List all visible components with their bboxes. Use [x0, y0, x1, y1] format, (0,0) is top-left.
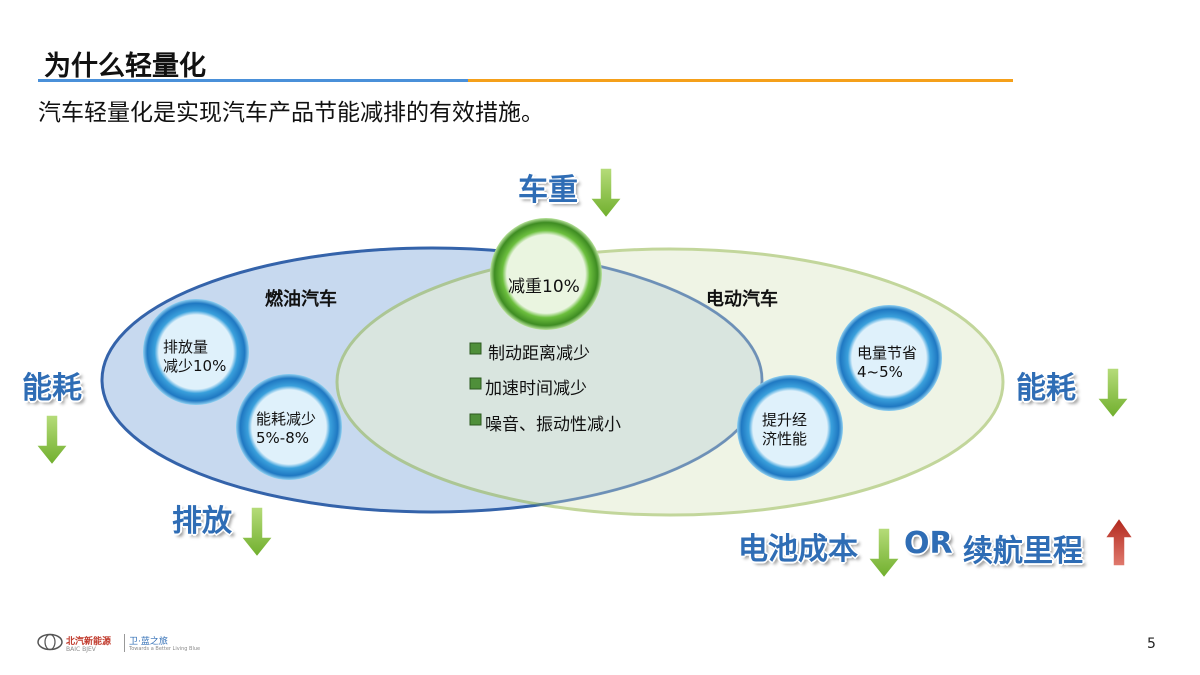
ring-economy: [737, 375, 843, 481]
electric-car-label: 电动汽车: [706, 289, 778, 310]
ring-energy-label: 能耗减少 5%-8%: [256, 410, 316, 448]
ring-economy-line2: 济性能: [762, 430, 808, 448]
bullet-item: 加速时间减少: [485, 379, 587, 399]
brand-slogan: 卫·蓝之旅: [129, 637, 168, 647]
title-rule-orange: [468, 79, 1013, 82]
bullet-item: 制动距离减少: [488, 344, 590, 364]
ring-emission-label: 排放量 减少10%: [163, 338, 226, 376]
ring-power-saving: [836, 305, 942, 411]
brand-sub: BAIC BJEV: [66, 646, 96, 653]
ring-power-line2: 4~5%: [857, 363, 903, 381]
page-title: 为什么轻量化: [44, 51, 206, 82]
bullet-square-icon: [469, 413, 482, 426]
page-subtitle: 汽车轻量化是实现汽车产品节能减排的有效措施。: [38, 100, 544, 126]
fuel-car-label: 燃油汽车: [265, 289, 337, 310]
ring-power-line1: 电量节省: [857, 344, 918, 362]
ring-energy-line1: 能耗减少: [256, 410, 317, 428]
driving-range-word: 续航里程: [963, 534, 1083, 569]
page-number: 5: [1147, 636, 1156, 652]
center-ring-label: 减重10%: [508, 277, 580, 297]
down-arrow-icon: [866, 527, 902, 580]
overlap-outline: [100, 246, 764, 514]
down-arrow-icon: [239, 506, 275, 559]
energy-word-left: 能耗: [22, 371, 82, 406]
ring-economy-label: 提升经 济性能: [762, 411, 807, 449]
bullet-square-icon: [469, 377, 482, 390]
ring-emission-line2: 减少10%: [163, 357, 227, 375]
ring-emission: [143, 299, 249, 405]
emission-word: 排放: [172, 504, 232, 539]
vehicle-weight-word: 车重: [518, 173, 578, 208]
brand-name: 北汽新能源: [66, 637, 112, 647]
brand-emblem-icon: [37, 633, 63, 651]
down-arrow-icon: [34, 414, 70, 467]
energy-word-right: 能耗: [1016, 371, 1076, 406]
down-arrow-icon: [1095, 367, 1131, 420]
up-arrow-icon: [1103, 516, 1135, 567]
down-arrow-icon: [588, 167, 624, 220]
or-word: OR: [904, 526, 953, 561]
ring-energy: [236, 374, 342, 480]
ring-energy-line2: 5%-8%: [256, 429, 310, 447]
bullet-square-icon: [469, 342, 482, 355]
title-rule-blue: [38, 79, 468, 82]
footer-divider: [124, 634, 125, 652]
ring-power-saving-label: 电量节省 4~5%: [857, 344, 917, 382]
ring-emission-line1: 排放量: [163, 338, 209, 356]
battery-cost-word: 电池成本: [738, 532, 858, 567]
ring-economy-line1: 提升经: [762, 411, 808, 429]
bullet-item: 噪音、振动性减小: [485, 415, 621, 435]
center-ring: [490, 218, 602, 330]
brand-slogan-sub: Towards a Better Living Blue: [129, 646, 201, 652]
